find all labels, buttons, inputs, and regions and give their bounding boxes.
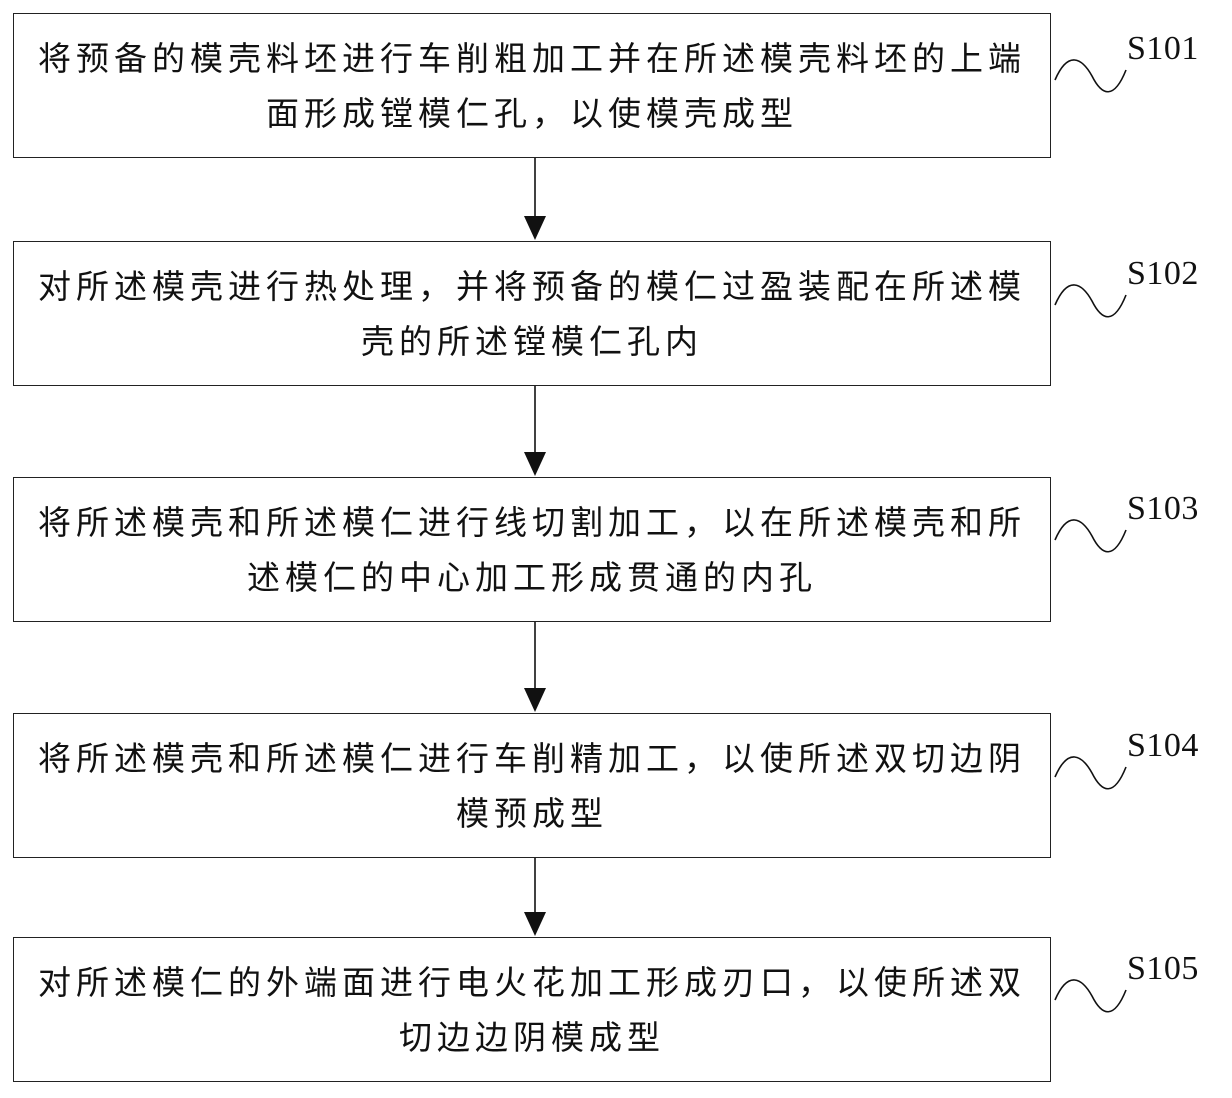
arrow-s101-to-s102 (524, 158, 546, 240)
leader-squiggle-s105 (1055, 980, 1126, 1012)
leader-squiggle-s102 (1055, 285, 1126, 317)
arrow-s104-to-s105 (524, 858, 546, 936)
arrow-s102-to-s103 (524, 386, 546, 476)
leader-squiggle-s104 (1055, 757, 1126, 789)
arrow-s103-to-s104 (524, 622, 546, 712)
leader-squiggle-s101 (1055, 60, 1126, 92)
leader-squiggle-s103 (1055, 520, 1126, 552)
